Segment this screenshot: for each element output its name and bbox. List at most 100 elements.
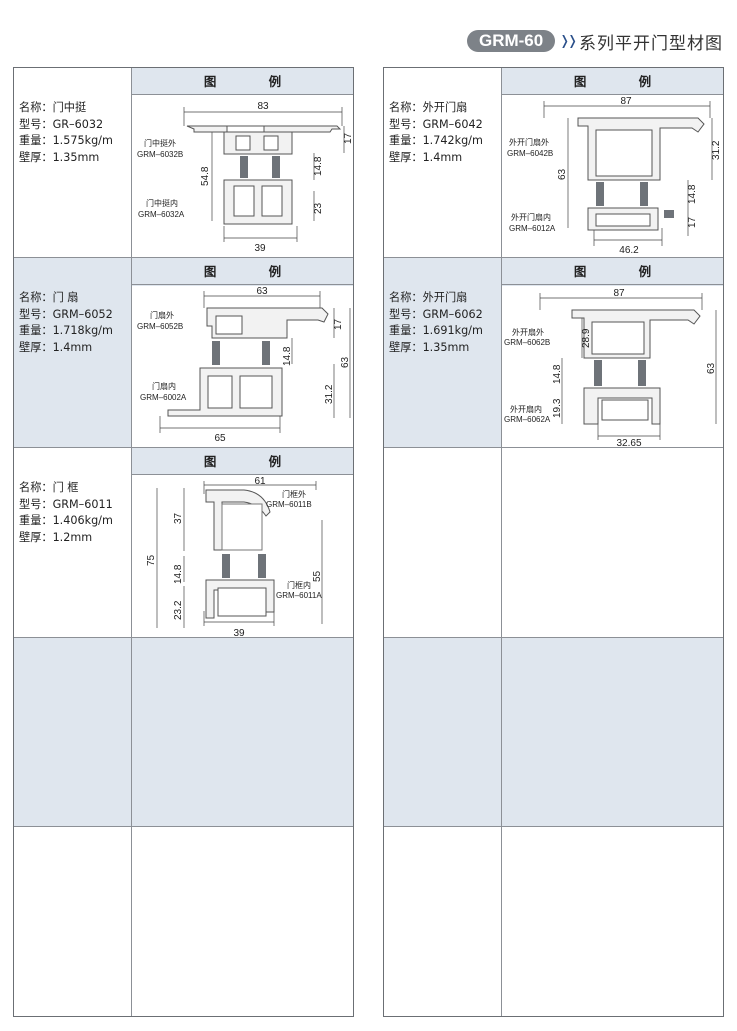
dim-right-total: 63 [340,356,351,368]
dim-top: 87 [620,96,632,107]
product-weight: 重量：1.406kg/m [19,514,113,527]
empty-row [384,448,723,638]
label-outer-code: GRM–6011B [266,500,312,509]
empty-info-cell [14,827,132,1016]
product-model: 型号：GRM–6042 [389,117,483,131]
profile-drawing-6032: 83 39 17 54.8 14.8 23 门中挺外 GRM–6032B 门中挺… [137,101,353,254]
product-thickness: 壁厚：1.35mm [19,150,100,164]
figure-cell: 图 例 [502,68,723,257]
dim-top: 83 [257,101,269,112]
dim-right-top: 31.2 [711,140,722,160]
product-row-door-sash: 名称：门 扇 型号：GRM–6052 重量：1.718kg/m 壁厚：1.4mm… [14,258,353,448]
empty-info-cell [384,448,502,637]
dim-bottom: 39 [233,628,245,637]
profile-drawing-6011: 61 39 75 37 14.8 23.2 55 门框外 GRM–6011B 门… [146,476,323,637]
label-inner-code: GRM–6002A [140,393,187,402]
dim-left-bottom: 23.2 [173,600,184,620]
label-outer-code: GRM–6062B [504,338,550,347]
product-thickness: 壁厚：1.4mm [389,150,463,164]
label-outer-name: 外开扇外 [512,327,544,337]
product-model: 型号：GR–6032 [19,117,104,131]
label-inner-code: GRM–6011A [276,591,322,600]
empty-row [384,638,723,827]
figure-cell: 图 例 [132,448,353,637]
dim-mid: 14.8 [313,156,324,176]
empty-info-cell [384,638,502,826]
product-row-outswing-sash-6062: 名称：外开门扇 型号：GRM–6062 重量：1.691kg/m 壁厚：1.35… [384,258,723,448]
figure-header: 图 例 [502,68,723,95]
figure-header: 图 例 [502,258,723,285]
product-row-outswing-sash-6042: 名称：外开门扇 型号：GRM–6042 重量：1.742kg/m 壁厚：1.4m… [384,68,723,258]
dim-mid: 14.8 [552,364,563,384]
dim-left-top: 37 [173,512,184,524]
figure-header: 图 例 [132,448,353,475]
product-row-door-frame: 名称：门 框 型号：GRM–6011 重量：1.406kg/m 壁厚：1.2mm… [14,448,353,638]
label-outer-name: 门扇外 [150,310,174,320]
label-outer-name: 门框外 [282,489,306,499]
product-name: 名称：门中挺 [19,101,87,114]
empty-info-cell [384,827,502,1016]
dim-left-top: 28.9 [581,328,592,348]
product-thickness: 壁厚：1.4mm [19,340,93,354]
product-thickness: 壁厚：1.2mm [19,530,93,544]
dim-top: 61 [254,476,266,487]
label-inner-name: 门中挺内 [146,198,178,208]
dim-bottom: 46.2 [619,245,639,256]
product-info: 名称：门中挺 型号：GR–6032 重量：1.575kg/m 壁厚：1.35mm [14,68,132,257]
label-outer-code: GRM–6042B [507,149,553,158]
dim-mid: 14.8 [173,564,184,584]
figure-cell: 图 例 [132,258,353,447]
figure-cell: 图 例 [502,258,723,447]
empty-info-cell [14,638,132,826]
dim-bottom: 65 [214,433,226,444]
label-inner-name: 外开门扇内 [511,212,551,222]
dim-right-bottom: 23 [313,202,324,214]
product-name: 名称：外开门扇 [389,291,468,304]
left-catalog-panel: 名称：门中挺 型号：GR–6032 重量：1.575kg/m 壁厚：1.35mm… [13,67,354,1017]
empty-row [384,827,723,1016]
dim-right-total: 63 [706,362,717,374]
figure-header: 图 例 [132,258,353,285]
series-badge: GRM-60 [466,30,556,52]
chevron-icon: ❭❭ [559,33,578,49]
product-weight: 重量：1.742kg/m [389,134,483,147]
dim-right-total: 55 [312,570,323,582]
page-header: GRM-60 ❭❭ 系列平开门型材图 [466,30,723,54]
product-row-door-mullion: 名称：门中挺 型号：GR–6032 重量：1.575kg/m 壁厚：1.35mm… [14,68,353,258]
dim-left: 54.8 [200,166,211,186]
product-info: 名称：外开门扇 型号：GRM–6062 重量：1.691kg/m 壁厚：1.35… [384,258,502,447]
empty-row [14,638,353,827]
profile-drawing-6052: 63 65 17 14.8 31.2 63 门扇外 GRM–6052B 门扇内 … [137,286,351,444]
product-name: 名称：外开门扇 [389,101,468,114]
dim-bottom: 39 [254,243,266,254]
product-model: 型号：GRM–6052 [19,307,113,321]
label-outer-name: 门中挺外 [144,138,176,148]
product-weight: 重量：1.718kg/m [19,324,113,337]
product-name: 名称：门 框 [19,481,79,494]
product-thickness: 壁厚：1.35mm [389,340,470,354]
figure-cell: 图 例 [132,68,353,257]
product-info: 名称：门 扇 型号：GRM–6052 重量：1.718kg/m 壁厚：1.4mm [14,258,132,447]
profile-drawing-6042: 87 46.2 31.2 63 14.8 17 外开门扇外 GRM–6042B … [507,96,722,256]
dim-left-bottom: 19.3 [552,398,563,418]
product-name: 名称：门 扇 [19,291,79,304]
product-model: 型号：GRM–6062 [389,307,483,321]
dim-left: 63 [557,168,568,180]
dim-bottom: 32.65 [616,438,641,447]
dim-mid: 14.8 [687,184,698,204]
label-outer-code: GRM–6052B [137,322,183,331]
profile-drawing-6062: 87 32.65 28.9 14.8 19.3 63 外开扇外 GRM–6062… [504,288,717,447]
label-outer-code: GRM–6032B [137,150,183,159]
dim-right-top: 17 [333,318,344,330]
product-info: 名称：外开门扇 型号：GRM–6042 重量：1.742kg/m 壁厚：1.4m… [384,68,502,257]
label-inner-name: 门框内 [287,580,311,590]
label-inner-code: GRM–6012A [509,224,556,233]
product-weight: 重量：1.691kg/m [389,324,483,337]
dim-right-bottom: 31.2 [324,384,335,404]
dim-right-top: 17 [343,132,353,144]
product-weight: 重量：1.575kg/m [19,134,113,147]
product-model: 型号：GRM–6011 [19,497,113,511]
label-inner-name: 门扇内 [152,381,176,391]
dim-top: 87 [613,288,625,299]
dim-top: 63 [256,286,268,297]
